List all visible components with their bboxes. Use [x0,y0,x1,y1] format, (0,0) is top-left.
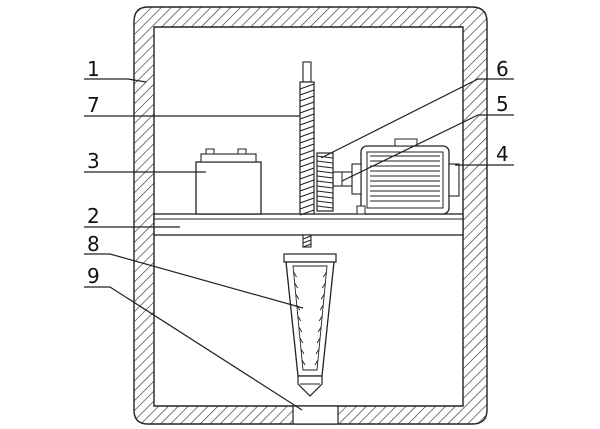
callout-3: 3 [87,149,100,173]
screw-shaft [299,61,315,248]
housing [133,6,488,425]
callout-7: 7 [87,93,100,117]
platform [153,213,464,236]
callout-8: 8 [87,232,100,256]
callout-6: 6 [496,57,509,81]
motor [351,138,460,215]
conical-cutter [283,253,337,397]
battery-box [195,148,262,215]
callout-1: 1 [87,57,100,81]
callout-9: 9 [87,264,100,288]
leader-lines [84,78,514,411]
callout-2: 2 [87,204,100,228]
outlet-opening [292,405,339,425]
drive-coupling [316,152,353,212]
callout-5: 5 [496,92,509,116]
callout-4: 4 [496,142,509,166]
callout-labels: 1 7 3 2 8 9 6 5 4 [87,57,509,288]
housing-wall [133,6,488,425]
